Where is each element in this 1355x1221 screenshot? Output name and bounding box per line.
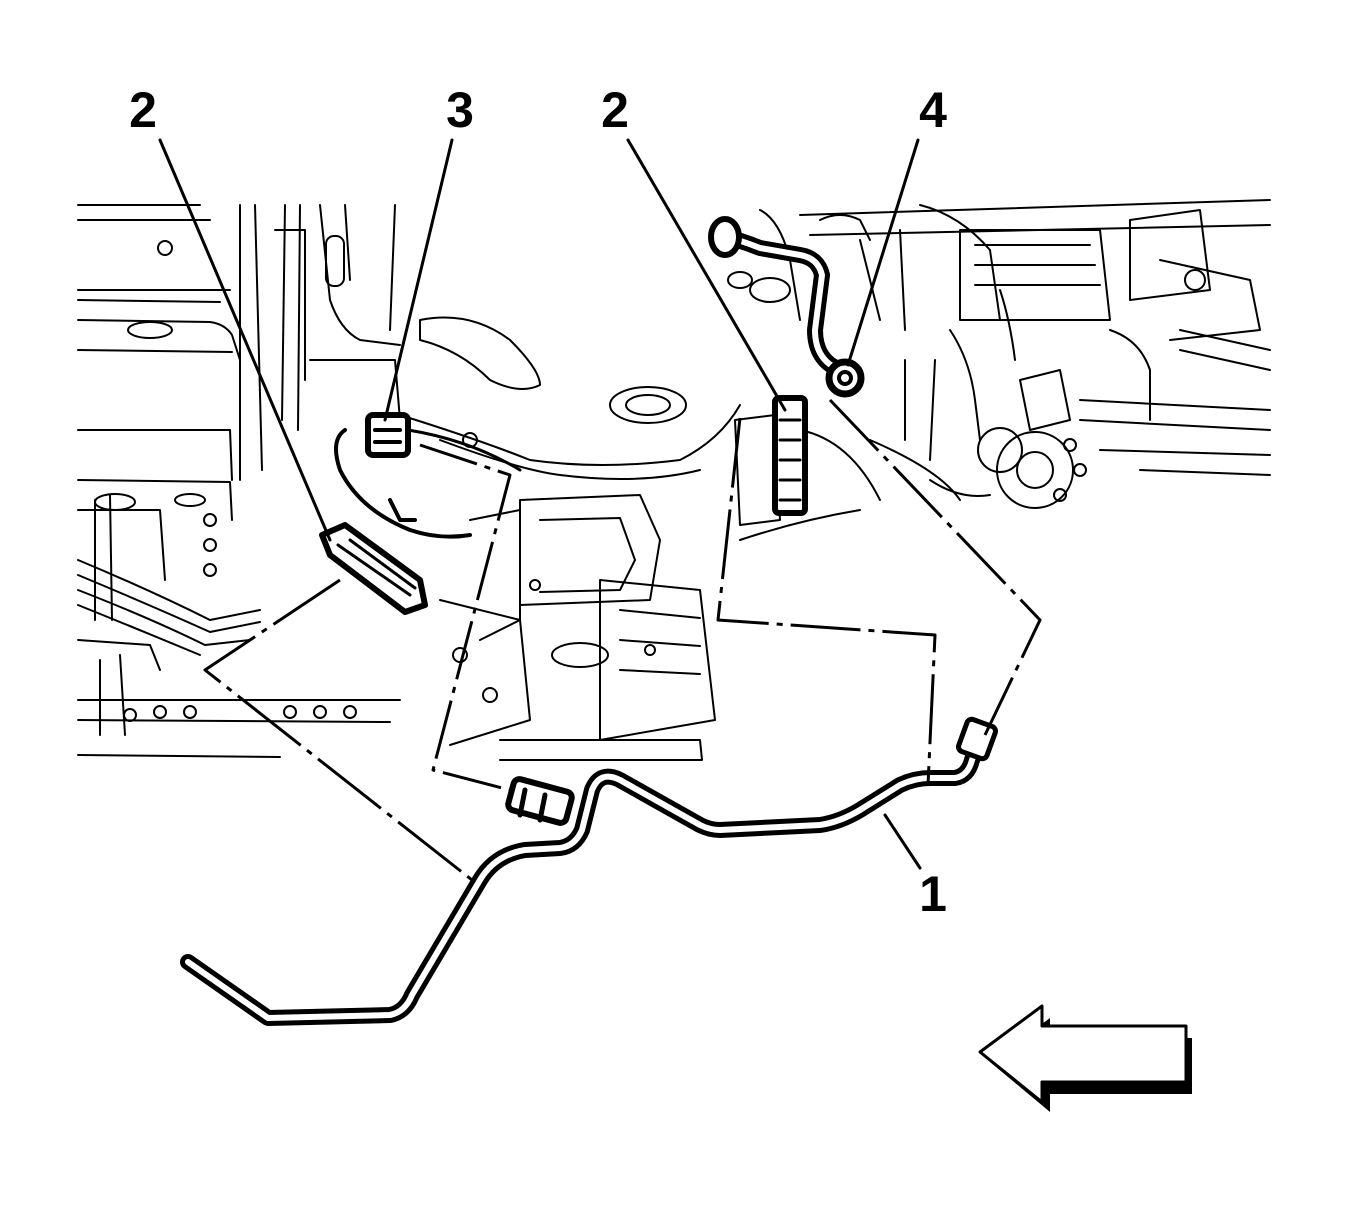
callout-2-right: 2 bbox=[601, 82, 629, 138]
pipe-assembly bbox=[180, 732, 988, 1026]
detail-frame-retainer bbox=[716, 417, 937, 786]
callout-2-left: 2 bbox=[129, 82, 157, 138]
clip bbox=[334, 412, 522, 539]
rear-pipe-end bbox=[708, 216, 742, 258]
detail-frames bbox=[203, 398, 1042, 882]
left-pointing-arrow bbox=[978, 1004, 1192, 1112]
pipe-clip-lower bbox=[505, 776, 575, 826]
leader-2-right bbox=[626, 138, 787, 412]
leader-4 bbox=[846, 138, 920, 367]
leader-lines bbox=[158, 138, 922, 870]
callout-4: 4 bbox=[919, 82, 947, 138]
leader-2-left bbox=[158, 138, 332, 542]
highlighted-parts bbox=[180, 216, 999, 1026]
underbody-structure bbox=[77, 199, 1271, 761]
leader-3 bbox=[383, 138, 454, 422]
callout-1: 1 bbox=[919, 866, 947, 922]
detail-frame-clip bbox=[419, 443, 512, 792]
retainer-right bbox=[772, 395, 808, 516]
leader-1 bbox=[883, 813, 922, 870]
detail-frame-left bbox=[203, 578, 473, 882]
callout-3: 3 bbox=[446, 82, 474, 138]
rear-connector bbox=[825, 358, 865, 398]
detail-frame-connector bbox=[828, 398, 1042, 736]
rear-pipe bbox=[712, 227, 848, 378]
retainer-left bbox=[319, 498, 428, 615]
